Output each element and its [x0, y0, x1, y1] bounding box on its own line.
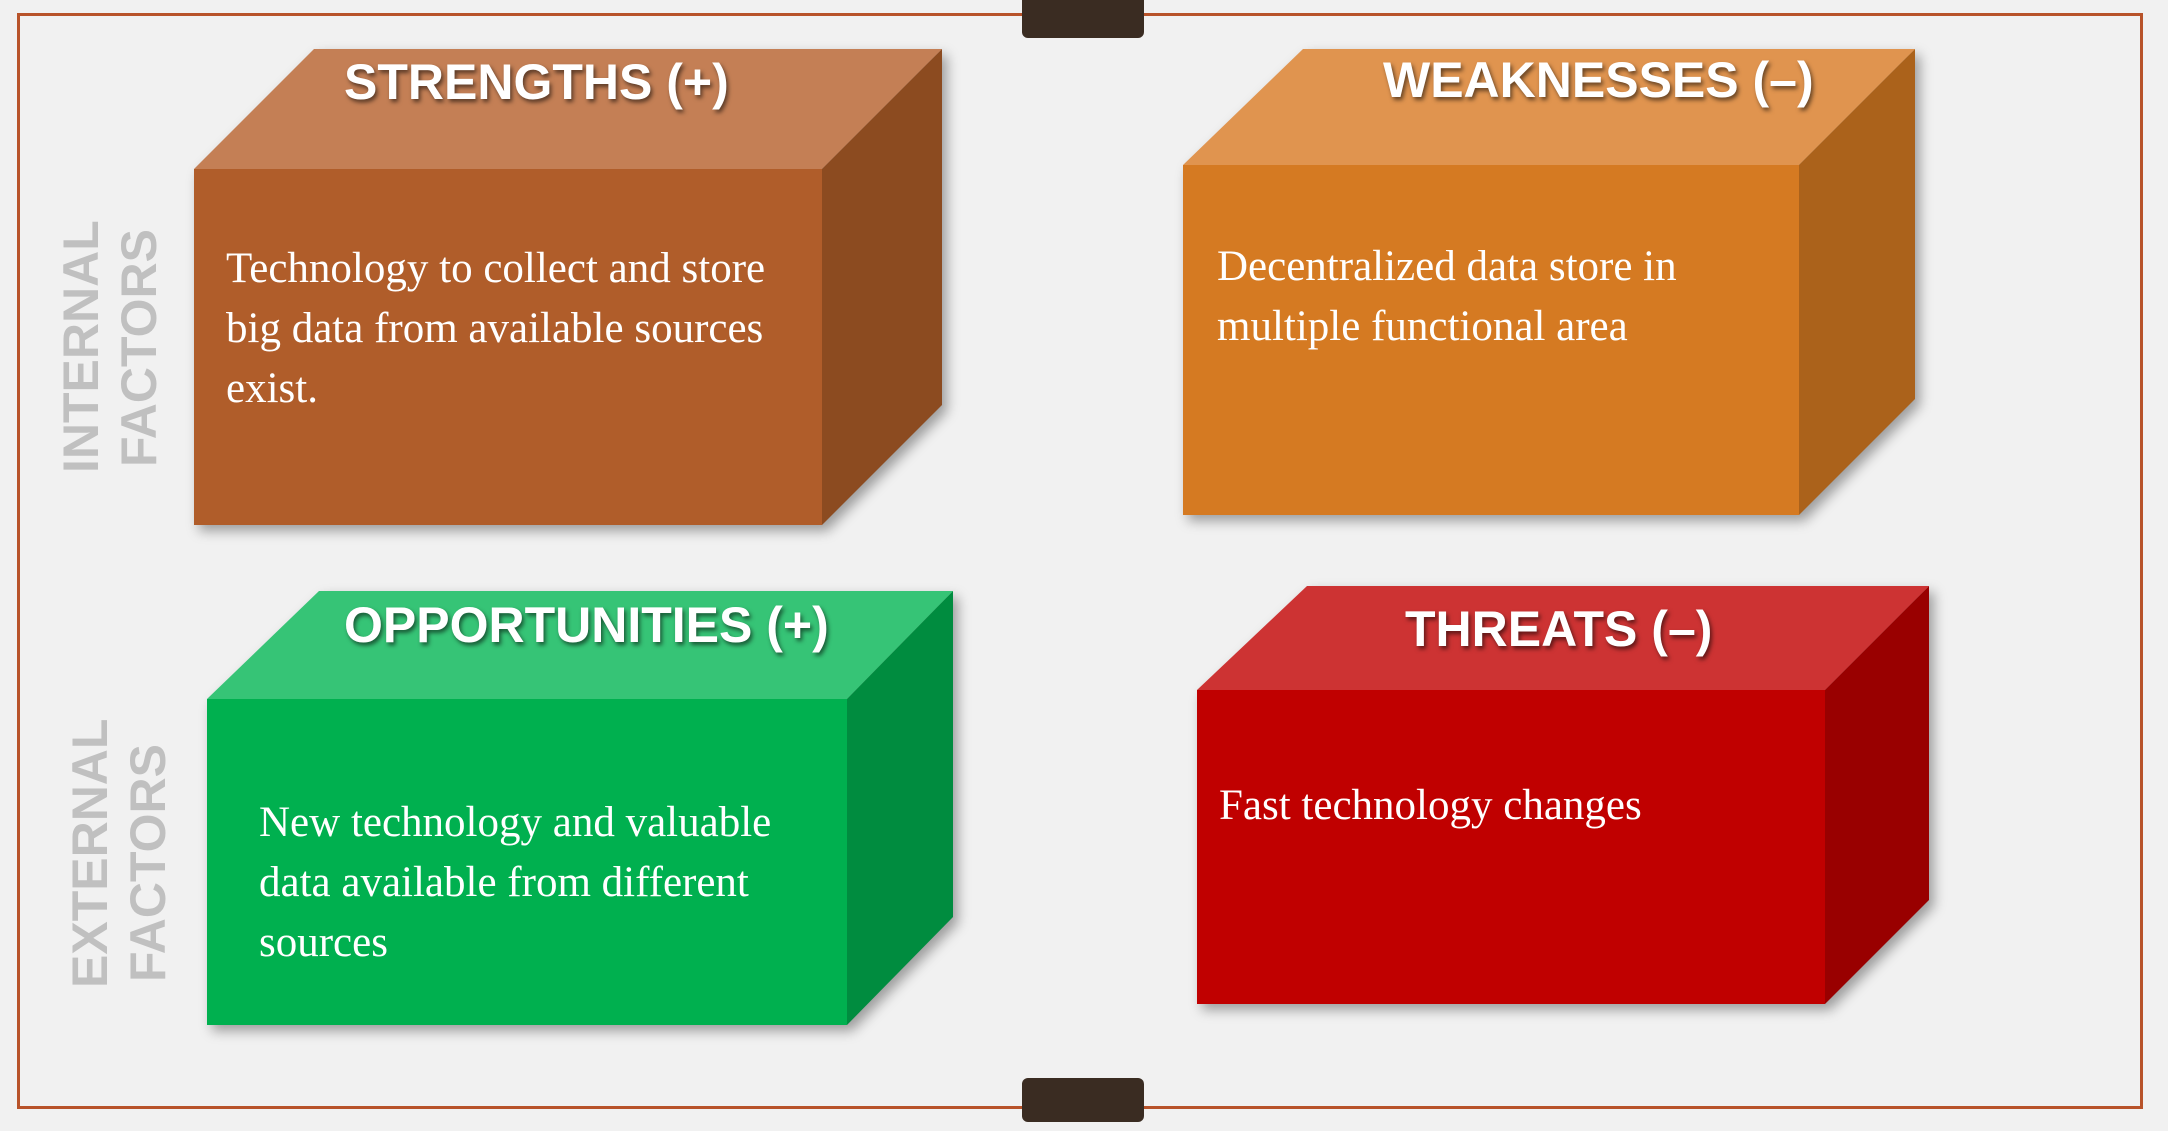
strengths-front-face: [194, 169, 822, 525]
threats-text: Fast technology changes: [1219, 782, 1642, 829]
opportunities-front-face: [207, 699, 847, 1025]
opportunities-side-face: [847, 591, 953, 1025]
weaknesses-title: WEAKNESSES (–): [1383, 52, 1814, 108]
strengths-side-face: [822, 49, 942, 525]
threats-title: THREATS (–): [1405, 601, 1713, 657]
strengths-top-face: [194, 49, 942, 169]
threats-front-face: [1197, 690, 1825, 1004]
weaknesses-front-face: [1183, 165, 1799, 515]
weaknesses-cube-shape: [1183, 49, 1915, 515]
opportunities-title: OPPORTUNITIES (+): [344, 597, 829, 653]
opportunities-top-face: [207, 591, 953, 699]
opportunities-cube-shape: [207, 591, 953, 1025]
strengths-title: STRENGTHS (+): [344, 54, 729, 110]
threats-top-face: [1197, 586, 1929, 690]
weaknesses-side-face: [1799, 49, 1915, 515]
threats-cube-shape: [1197, 586, 1929, 1004]
threats-side-face: [1825, 586, 1929, 1004]
opportunities-text: New technology and valuable data availab…: [259, 799, 772, 966]
weaknesses-top-face: [1183, 49, 1915, 165]
binder-clip-bottom: [1022, 1078, 1144, 1122]
strengths-text: Technology to collect and store big data…: [226, 245, 766, 412]
binder-clip-top: [1022, 0, 1144, 38]
external-factors-label: EXTERNAL FACTORS: [62, 718, 176, 988]
strengths-cube-shape: [194, 49, 942, 525]
weaknesses-text: Decentralized data store in multiple fun…: [1217, 243, 1677, 350]
internal-factors-label: INTERNAL FACTORS: [53, 220, 167, 473]
